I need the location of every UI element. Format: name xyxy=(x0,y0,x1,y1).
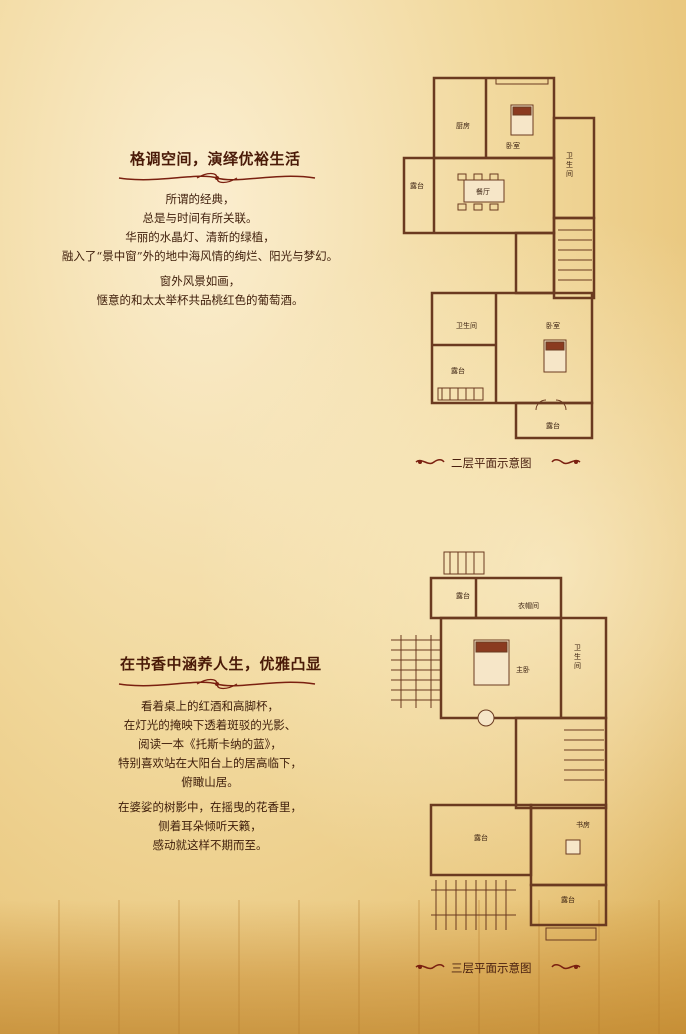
room-label-terrace: 露台 xyxy=(561,895,575,904)
ornament-right-2 xyxy=(551,964,581,970)
room-label-bath: 间 xyxy=(574,662,581,670)
section1-paragraph: 所谓的经典， 总是与时间有所关联。 华丽的水晶灯、清新的绿植， 融入了“景中窗”… xyxy=(40,190,400,310)
text-line: 俯瞰山居。 xyxy=(181,775,239,789)
ornament-left-2 xyxy=(415,964,445,970)
text-line: 在婆娑的树影中，在摇曳的花香里， xyxy=(118,800,302,814)
text-line: 惬意的和太太举杯共品桃红色的葡萄酒。 xyxy=(96,293,304,307)
text-line: 特别喜欢站在大阳台上的居高临下， xyxy=(118,756,302,770)
plan-caption-3f: 三层平面示意图 xyxy=(451,961,532,975)
room-label-terrace: 露台 xyxy=(546,421,560,430)
section2-heading: 在书香中涵养人生，优雅凸显 xyxy=(120,655,322,673)
plan-caption-2f: 二层平面示意图 xyxy=(451,456,532,470)
room-label-terrace: 露台 xyxy=(474,833,488,842)
room-label-closet: 衣帽间 xyxy=(518,601,539,610)
section1-heading: 格调空间，演绎优裕生活 xyxy=(130,150,301,168)
text-line: 总是与时间有所关联。 xyxy=(142,211,258,225)
room-label-terrace: 露台 xyxy=(456,591,470,600)
room-label-terrace: 露台 xyxy=(451,366,465,375)
text-line: 阅读一本《托斯卡纳的蓝》， xyxy=(138,737,282,751)
ornament-divider-1 xyxy=(118,172,316,184)
room-label-dining: 餐厅 xyxy=(476,187,490,196)
text-line: 感动就这样不期而至。 xyxy=(152,838,268,852)
room-label-kitchen: 厨房 xyxy=(456,121,470,130)
room-label-bath: 卫 xyxy=(574,644,581,652)
text-line: 融入了“景中窗”外的地中海风情的绚烂、阳光与梦幻。 xyxy=(61,249,339,263)
text-line: 看着桌上的红酒和高脚杯， xyxy=(141,699,279,713)
section2-paragraph: 看着桌上的红酒和高脚杯， 在灯光的掩映下透着斑驳的光影、 阅读一本《托斯卡纳的蓝… xyxy=(60,697,360,855)
ornament-divider-2 xyxy=(118,678,316,690)
room-label-bath: 卫 xyxy=(566,152,573,160)
room-label-bath: 生 xyxy=(566,160,573,169)
floor-plan-2f: 厨房 卧室 卫 生 间 露台 餐厅 卫生间 卧室 露台 露台 xyxy=(402,76,596,440)
text-line: 华丽的水晶灯、清新的绿植， xyxy=(125,230,275,244)
ornament-right-1 xyxy=(551,459,581,465)
text-line: 窗外风景如画， xyxy=(159,274,241,288)
room-label-bedroom: 卧室 xyxy=(506,141,520,150)
room-label-bathroom: 卫生间 xyxy=(456,321,477,330)
room-label-bath: 生 xyxy=(574,652,581,661)
room-label-terrace: 露台 xyxy=(410,181,424,190)
room-label-study: 书房 xyxy=(576,820,590,829)
text-line: 侧着耳朵倾听天籁， xyxy=(158,819,262,833)
room-label-master: 主卧 xyxy=(516,665,530,674)
text-line: 在灯光的掩映下透着斑驳的光影、 xyxy=(123,718,297,732)
room-label-bath: 间 xyxy=(566,170,573,178)
text-line: 所谓的经典， xyxy=(165,192,235,206)
room-label-bedroom: 卧室 xyxy=(546,321,560,330)
ornament-left-1 xyxy=(415,459,445,465)
floor-plan-3f: 露台 衣帽间 主卧 卫 生 间 露台 书房 露台 xyxy=(391,551,608,941)
